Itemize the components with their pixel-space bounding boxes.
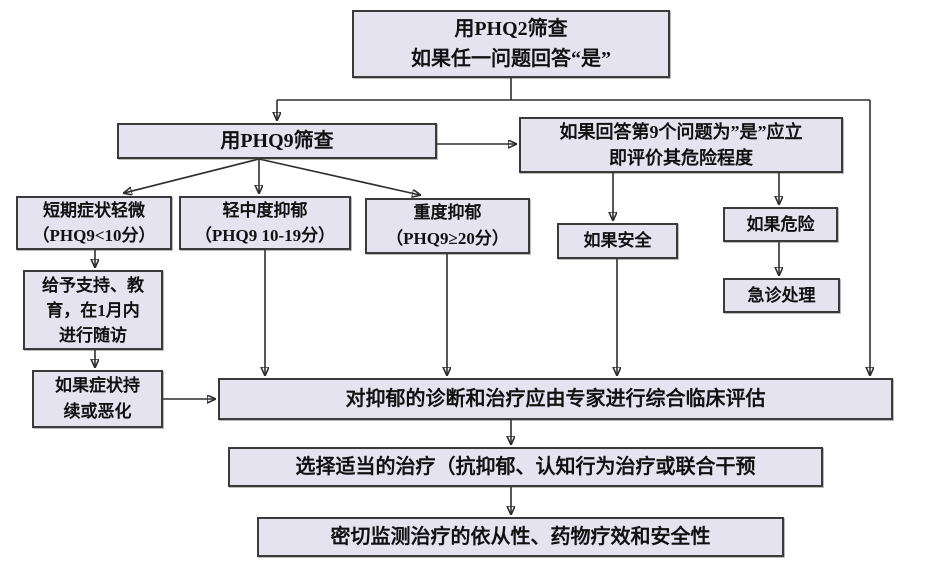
node-if-danger: 如果危险: [723, 207, 838, 242]
node-symptoms-persist: 如果症状持 续或恶化: [32, 370, 163, 428]
node-question9-risk: 如果回答第9个问题为”是”应立 即评价其危险程度: [519, 117, 843, 173]
node-moderate-depression: 轻中度抑郁 （PHQ9 10-19分）: [179, 196, 351, 250]
node-phq2-screen: 用PHQ2筛查 如果任一问题回答“是”: [352, 10, 670, 78]
node-severe-depression: 重度抑郁 （PHQ9≥20分）: [365, 198, 530, 254]
node-support-education: 给予支持、教 育，在1月内 进行随访: [23, 270, 163, 350]
node-mild-symptoms: 短期症状轻微 （PHQ9<10分）: [16, 196, 172, 250]
node-emergency-care: 急诊处理: [723, 278, 840, 313]
node-monitor-treatment: 密切监测治疗的依从性、药物疗效和安全性: [257, 517, 784, 557]
connector-phq9-to-mild: [124, 158, 260, 193]
node-phq9-screen: 用PHQ9筛查: [117, 123, 437, 159]
node-expert-evaluation: 对抑郁的诊断和治疗应由专家进行综合临床评估: [218, 378, 893, 420]
node-choose-treatment: 选择适当的治疗（抗抑郁、认知行为治疗或联合干预: [228, 447, 823, 487]
node-if-safe: 如果安全: [557, 223, 678, 259]
connector-phq9-to-severe: [258, 158, 420, 195]
